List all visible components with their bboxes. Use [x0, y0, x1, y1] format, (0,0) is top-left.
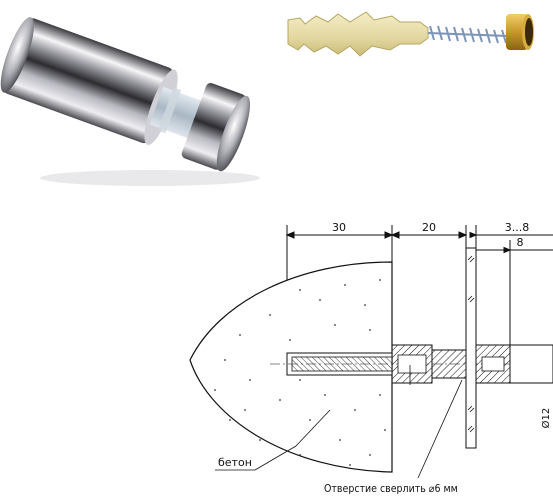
dim-8-label: 8	[517, 236, 524, 249]
chrome-standoff-photo	[0, 17, 260, 186]
technical-drawing	[189, 225, 553, 479]
concrete-label: бетон	[218, 456, 252, 469]
dim-30-label: 30	[332, 221, 346, 234]
drill-hole-caption: Отверстие сверлить ⌀6 мм	[324, 483, 458, 495]
dim-diameter-label: Ø12	[540, 408, 552, 429]
concrete-texture	[214, 279, 386, 466]
dowel-screw-photo	[287, 11, 534, 57]
dim-3-8-label: 3...8	[505, 221, 530, 234]
dim-20-label: 20	[422, 221, 436, 234]
